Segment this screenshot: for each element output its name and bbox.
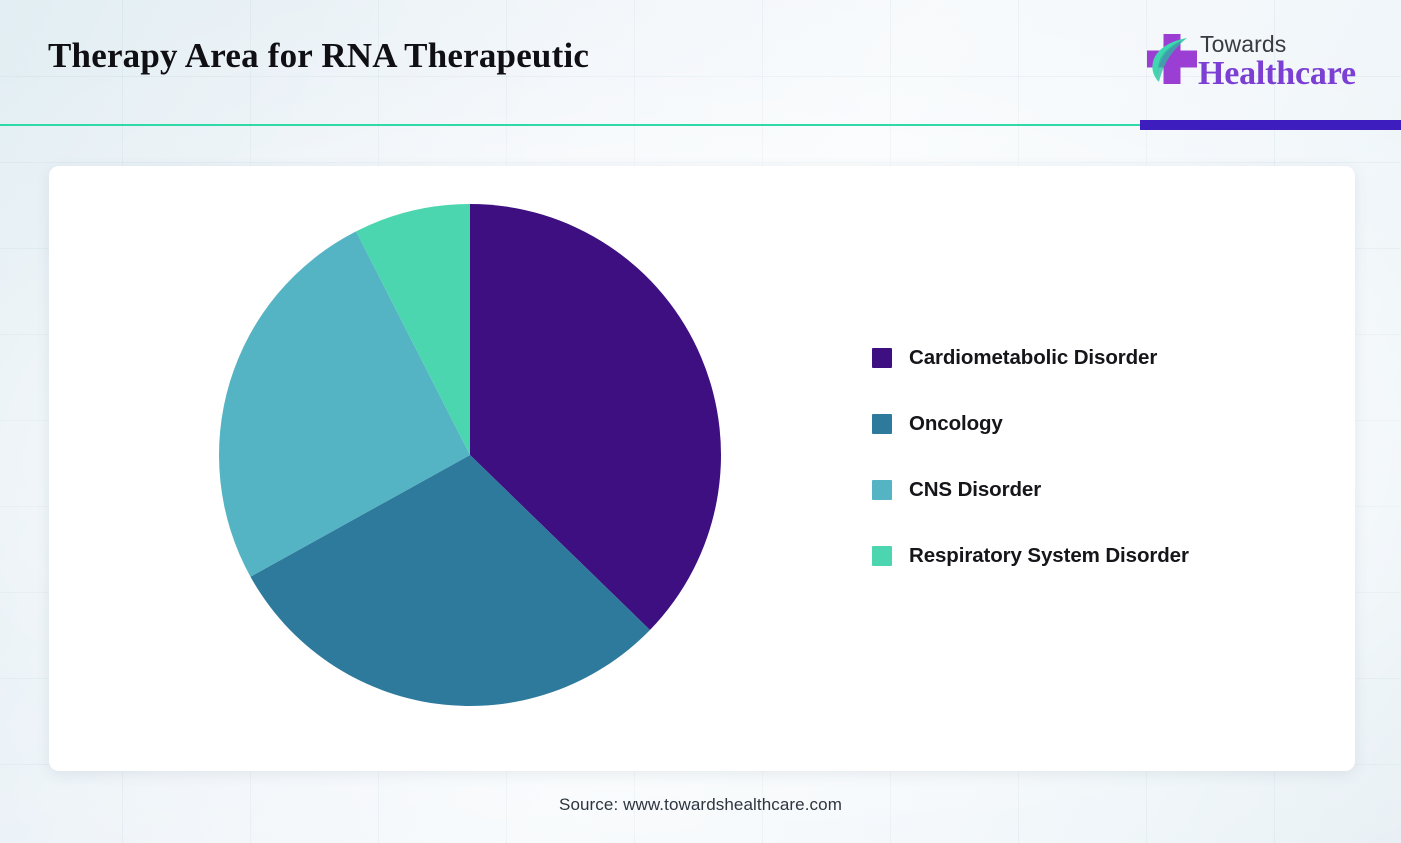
chart-card: Cardiometabolic Disorder Oncology CNS Di… bbox=[49, 166, 1355, 771]
legend-label-respiratory-system-disorder: Respiratory System Disorder bbox=[909, 544, 1189, 567]
brand-name-line2: Healthcare bbox=[1198, 55, 1356, 92]
medical-cross-leaf-icon bbox=[1147, 34, 1197, 84]
pie-slice-group bbox=[218, 204, 721, 706]
legend-item-cardiometabolic-disorder[interactable]: Cardiometabolic Disorder bbox=[872, 346, 1292, 369]
header-divider-purple bbox=[1140, 120, 1401, 130]
chart-legend: Cardiometabolic Disorder Oncology CNS Di… bbox=[872, 346, 1292, 567]
slide-header: Therapy Area for RNA Therapeutic Towards… bbox=[0, 0, 1401, 130]
legend-label-cns-disorder: CNS Disorder bbox=[909, 478, 1042, 501]
pie-chart-svg bbox=[218, 204, 721, 706]
legend-item-cns-disorder[interactable]: CNS Disorder bbox=[872, 478, 1292, 501]
brand-logo[interactable]: Towards Healthcare bbox=[1143, 28, 1358, 102]
header-divider-mint bbox=[0, 124, 1145, 126]
legend-swatch-cardiometabolic-disorder bbox=[872, 348, 892, 368]
pie-slice-cns-disorder[interactable] bbox=[218, 231, 470, 577]
legend-label-cardiometabolic-disorder: Cardiometabolic Disorder bbox=[909, 346, 1158, 369]
brand-name-line1: Towards bbox=[1200, 31, 1287, 57]
pie-slice-cardiometabolic-disorder[interactable] bbox=[470, 204, 721, 630]
brand-logo-text: Towards Healthcare bbox=[1198, 28, 1360, 102]
pie-slice-respiratory-system-disorder[interactable] bbox=[356, 204, 470, 455]
page-title: Therapy Area for RNA Therapeutic bbox=[48, 36, 590, 75]
source-attribution: Source: www.towardshealthcare.com bbox=[559, 795, 842, 814]
legend-swatch-respiratory-system-disorder bbox=[872, 546, 892, 566]
pie-slice-oncology[interactable] bbox=[250, 455, 650, 706]
pie-chart bbox=[218, 203, 722, 707]
legend-swatch-oncology bbox=[872, 414, 892, 434]
legend-label-oncology: Oncology bbox=[909, 412, 1003, 435]
legend-item-oncology[interactable]: Oncology bbox=[872, 412, 1292, 435]
legend-swatch-cns-disorder bbox=[872, 480, 892, 500]
legend-item-respiratory-system-disorder[interactable]: Respiratory System Disorder bbox=[872, 544, 1292, 567]
